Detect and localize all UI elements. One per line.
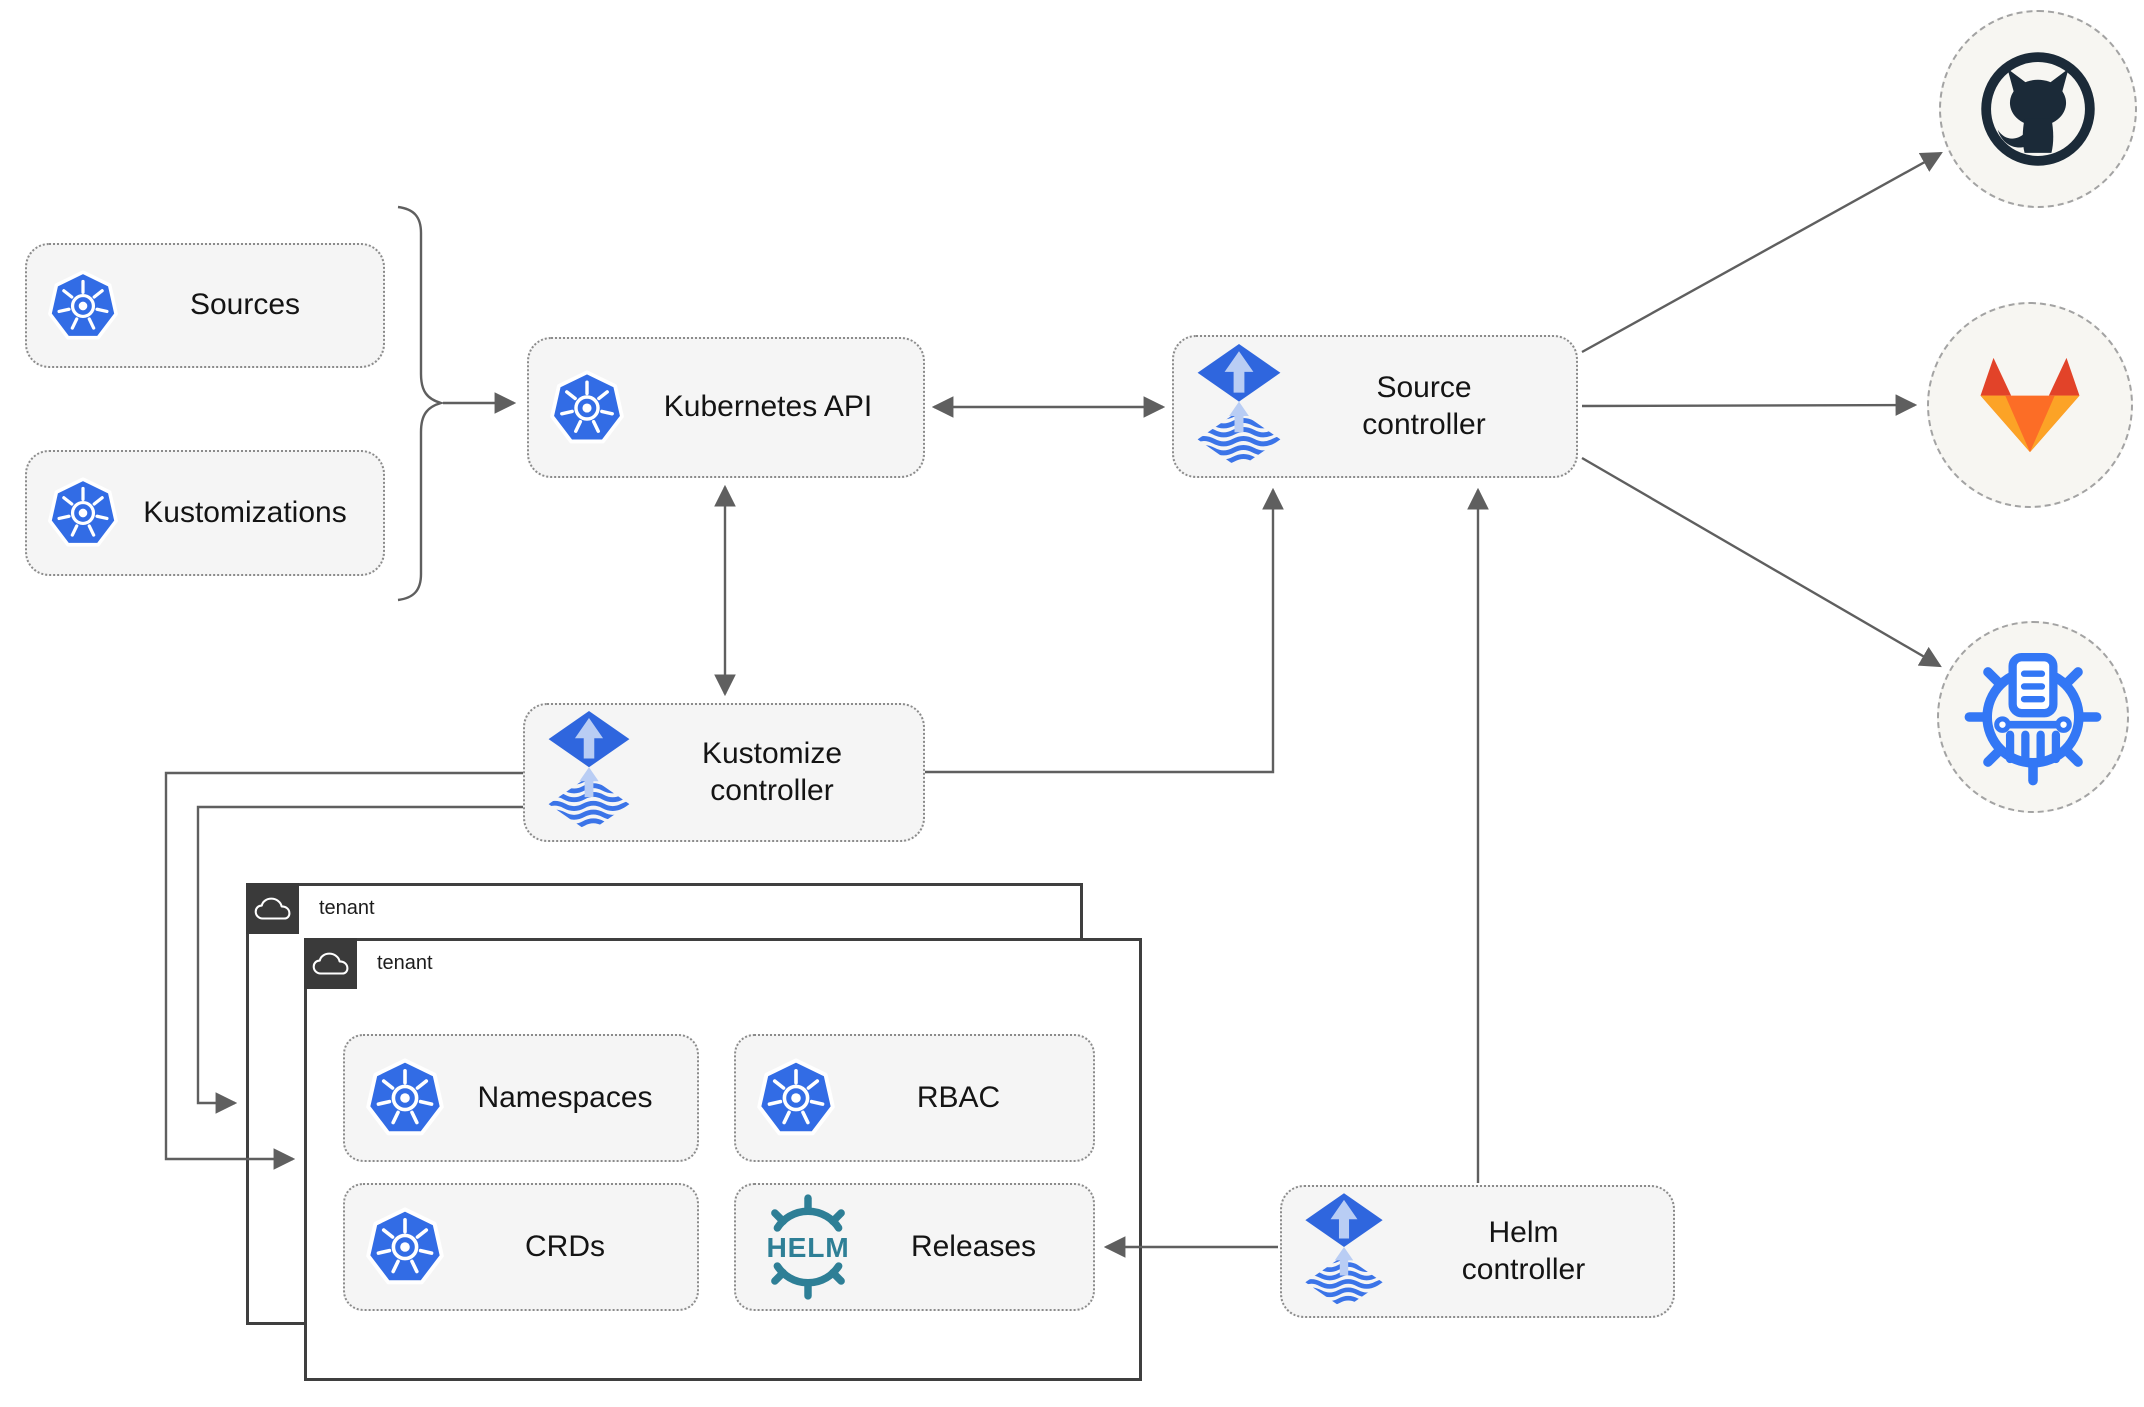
- node-kubernetes-api: Kubernetes API: [527, 337, 925, 478]
- node-rbac-label: RBAC: [916, 1080, 1001, 1114]
- source-controller-line1: Source: [1376, 370, 1472, 404]
- kustomize-controller-line1: Kustomize: [701, 736, 843, 770]
- kubernetes-icon: [756, 1058, 836, 1138]
- source-controller-line2: controller: [1362, 407, 1486, 441]
- node-kustomizations: Kustomizations: [25, 450, 385, 576]
- kubernetes-icon: [365, 1058, 445, 1138]
- helm-controller-line2: controller: [1461, 1252, 1586, 1286]
- external-chartmuseum: [1937, 621, 2129, 813]
- node-namespaces: Namespaces: [343, 1034, 699, 1162]
- tenant-back-label: tenant: [319, 897, 375, 919]
- external-github: [1939, 10, 2137, 208]
- external-gitlab: [1927, 302, 2133, 508]
- node-source-controller-label: Source controller: [1284, 370, 1576, 443]
- cloud-icon: [254, 896, 292, 922]
- kustomize-controller-line2: controller: [710, 773, 834, 807]
- node-sources: Sources: [25, 243, 385, 368]
- tenant-back-header: [246, 883, 299, 934]
- node-releases: HELM Releases: [734, 1183, 1095, 1311]
- kubernetes-icon: [549, 370, 625, 446]
- brace-sources-group: [397, 205, 446, 602]
- node-helm-controller: Helm controller: [1280, 1185, 1675, 1318]
- node-source-controller: Source controller: [1172, 335, 1578, 478]
- node-rbac: RBAC: [734, 1034, 1095, 1162]
- helm-icon: HELM: [750, 1189, 866, 1305]
- node-kustomize-controller: Kustomize controller: [523, 703, 925, 842]
- node-releases-label: Releases: [910, 1229, 1037, 1263]
- arrow-kustomize-to-source-controller: [925, 487, 1284, 774]
- node-namespaces-label: Namespaces: [477, 1080, 653, 1114]
- arrow-source-to-gitlab: [1581, 394, 1918, 416]
- helm-logo-text: HELM: [766, 1231, 849, 1263]
- kubernetes-icon: [365, 1207, 445, 1287]
- node-helm-controller-label: Helm controller: [1386, 1215, 1673, 1288]
- node-crds-label: CRDs: [525, 1229, 605, 1263]
- node-kustomizations-label: Kustomizations: [143, 495, 347, 529]
- helm-controller-line1: Helm: [1488, 1215, 1559, 1249]
- node-kustomize-controller-label: Kustomize controller: [633, 736, 923, 809]
- flux-icon: [545, 711, 633, 834]
- arrow-source-to-github: [1581, 151, 1943, 354]
- tenant-front-header: [304, 938, 357, 989]
- gitlab-icon: [1967, 352, 2093, 458]
- flux-icon: [1302, 1193, 1386, 1311]
- chartmuseum-icon: [1963, 647, 2103, 787]
- node-sources-label: Sources: [189, 288, 301, 322]
- flux-icon: [1194, 344, 1284, 470]
- node-kubernetes-api-label: Kubernetes API: [663, 390, 873, 424]
- kubernetes-icon: [47, 270, 119, 342]
- kubernetes-icon: [47, 477, 119, 549]
- node-crds: CRDs: [343, 1183, 699, 1311]
- tenant-front-label: tenant: [377, 952, 433, 974]
- arrow-source-to-chartmuseum: [1581, 456, 1942, 668]
- cloud-icon: [312, 951, 350, 977]
- github-icon: [1977, 48, 2099, 170]
